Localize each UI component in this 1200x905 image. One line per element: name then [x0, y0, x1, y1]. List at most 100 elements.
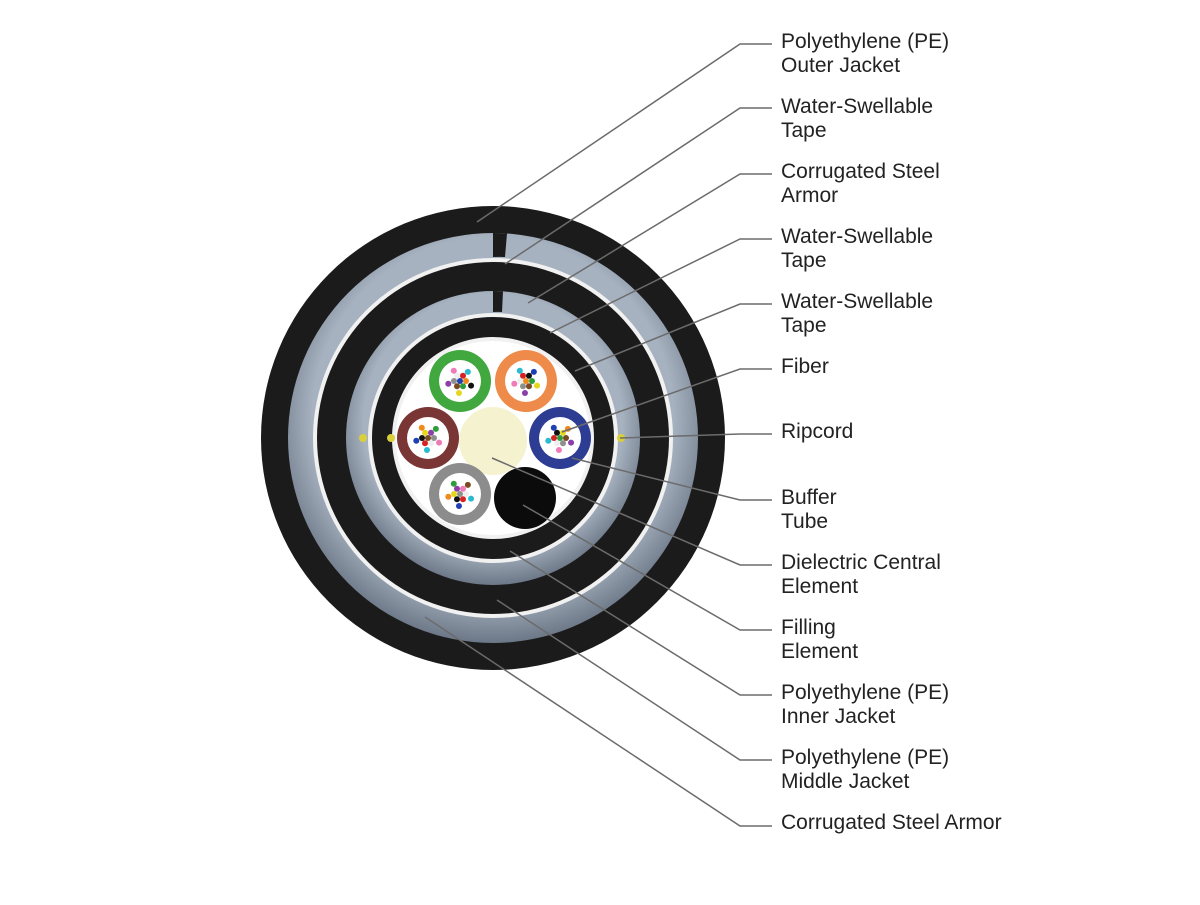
label-line-2: Armor [781, 184, 839, 207]
leader-line-middle-jacket [496, 599, 772, 761]
leader-line-inner-jacket [509, 550, 772, 696]
outer-armor-seam [493, 233, 507, 257]
leader-line-outer-armor [424, 616, 772, 827]
fiber [526, 383, 532, 390]
label-line-2: Middle Jacket [781, 770, 910, 793]
fiber [550, 424, 557, 431]
label-line-1: Corrugated Steel [781, 160, 940, 183]
fiber [554, 429, 560, 436]
label-line-2: Tape [781, 249, 827, 272]
label-line-1: Polyethylene (PE) [781, 30, 950, 53]
label-middle-water-tape: Water-Swellable Tape [781, 225, 933, 273]
label-ripcord: Ripcord [781, 420, 853, 444]
fiber [413, 437, 420, 444]
label-fiber: Fiber [781, 355, 829, 379]
fiber [454, 496, 460, 503]
leader-line-inner-armor [527, 173, 772, 304]
fiber [517, 378, 523, 384]
filling-element [494, 467, 556, 529]
fiber [454, 383, 460, 390]
fiber [425, 435, 431, 441]
label-line-1: Dielectric Central [781, 551, 941, 574]
fiber [464, 368, 471, 375]
fiber [422, 440, 428, 447]
label-line-1: Ripcord [781, 420, 854, 443]
fiber [534, 382, 541, 389]
fiber [451, 378, 457, 384]
fiber [557, 435, 563, 441]
fiber [457, 378, 463, 384]
buffer-tube-blue [529, 407, 591, 469]
fiber [450, 480, 457, 487]
label-line-2: Element [781, 640, 859, 663]
label-line-1: Fiber [781, 355, 829, 378]
label-line-1: Polyethylene (PE) [781, 681, 950, 704]
label-line-2: Tape [781, 119, 827, 142]
fiber [568, 439, 575, 446]
buffer-tube-orange [495, 350, 557, 412]
fiber [445, 380, 452, 387]
fiber [460, 383, 466, 390]
label-inner-jacket: Polyethylene (PE) Inner Jacket [781, 681, 949, 729]
leader-line-inner-water-tape [574, 303, 772, 372]
label-line-2: Tape [781, 314, 827, 337]
ripcord-left [359, 434, 367, 442]
fiber [545, 437, 552, 444]
fiber [422, 429, 428, 436]
fiber [463, 378, 469, 384]
fiber [428, 440, 434, 447]
ripcord-left-inner [387, 434, 395, 442]
fiber [454, 485, 460, 492]
leader-line-outer-jacket [476, 43, 772, 223]
label-buffer-tube: Buffer Tube [781, 486, 837, 534]
label-line-1: Polyethylene (PE) [781, 746, 950, 769]
label-line-2: Inner Jacket [781, 705, 896, 728]
leader-line-fiber [561, 368, 772, 433]
fiber [436, 439, 443, 446]
fiber [455, 502, 462, 509]
buffer-tubes-group [397, 350, 591, 529]
fiber [526, 372, 532, 379]
label-line-1: Corrugated Steel Armor [781, 811, 1002, 834]
buffer-tube-gray [429, 463, 491, 525]
fiber [464, 481, 471, 488]
fiber [511, 380, 518, 387]
fiber [431, 435, 437, 441]
fiber [463, 491, 469, 497]
label-filling-element: Filling Element [781, 616, 858, 664]
fiber [451, 491, 457, 497]
leader-line-ripcord [619, 433, 772, 439]
label-line-1: Filling [781, 616, 836, 639]
fiber [419, 435, 425, 441]
leader-line-dielectric-central-element [491, 457, 772, 566]
fiber [551, 435, 557, 441]
fiber [432, 425, 439, 432]
label-line-1: Water-Swellable [781, 225, 934, 248]
leader-line-outer-water-tape [504, 107, 772, 265]
buffer-tube-green [429, 350, 491, 412]
label-line-2: Element [781, 575, 859, 598]
label-inner-water-tape: Water-Swellable Tape [781, 290, 933, 338]
buffer-tube-brown [397, 407, 459, 469]
fiber [468, 495, 475, 502]
label-middle-jacket: Polyethylene (PE) Middle Jacket [781, 746, 949, 794]
fiber [423, 446, 430, 453]
fiber [418, 424, 425, 431]
label-dielectric-central-element: Dielectric Central Element [781, 551, 941, 599]
label-inner-armor: Corrugated Steel Armor [781, 160, 940, 208]
fiber [555, 446, 562, 453]
fiber [516, 367, 523, 374]
fiber [523, 378, 529, 384]
leader-line-filling-element [522, 504, 772, 631]
fiber [460, 485, 466, 492]
leader-line-middle-water-tape [549, 238, 772, 334]
fiber [460, 496, 466, 503]
label-line-2: Tube [781, 510, 829, 533]
label-line-2: Outer Jacket [781, 54, 901, 77]
label-outer-armor: Corrugated Steel Armor [781, 811, 1002, 835]
fiber [521, 389, 528, 396]
fiber [445, 493, 452, 500]
fiber [554, 440, 560, 447]
